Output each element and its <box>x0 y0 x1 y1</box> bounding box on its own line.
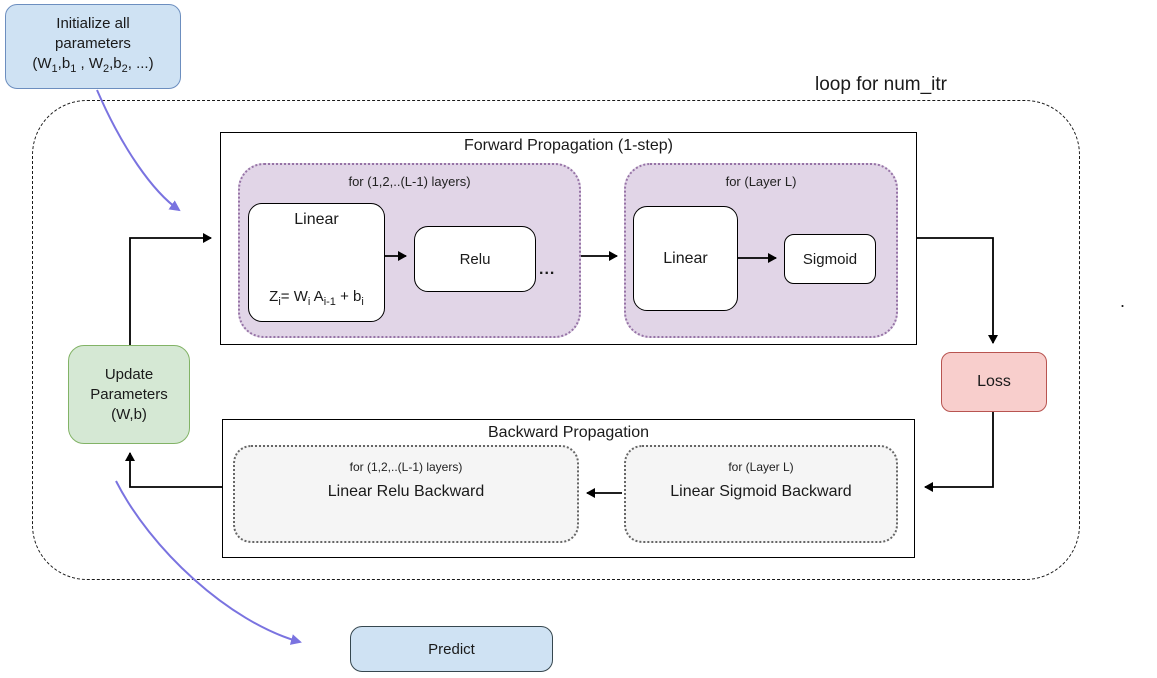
hidden-layers-ellipsis: ... <box>539 261 556 278</box>
backward-hidden-layers-label: for (1,2,..(L-1) layers) <box>349 460 463 474</box>
update-parameters-node[interactable]: Update Parameters (W,b) <box>68 345 190 444</box>
initialize-parameters-label: Initialize all parameters (W1,b1 , W2,b2… <box>32 15 154 75</box>
predict-node[interactable]: Predict <box>350 626 553 672</box>
forward-sigmoid-node[interactable]: Sigmoid <box>784 234 876 284</box>
stray-dot: . <box>1120 291 1126 311</box>
forward-hidden-layers-label: for (1,2,..(L-1) layers) <box>348 174 471 189</box>
linear-relu-backward-label: Linear Relu Backward <box>327 483 485 500</box>
update-parameters-label: Update Parameters (W,b) <box>90 365 168 423</box>
forward-propagation-title: Forward Propagation (1-step) <box>464 137 673 154</box>
loop-boundary <box>32 100 1080 580</box>
loop-label: loop for num_itr <box>815 74 948 95</box>
backward-propagation-box: Backward Propagation for (1,2,..(L-1) la… <box>222 419 915 558</box>
forward-output-linear-node[interactable]: Linear <box>633 206 738 311</box>
forward-linear-node[interactable]: Linear Zi= Wi Ai-1 + bi <box>248 203 385 322</box>
forward-propagation-box: Forward Propagation (1-step) for (1,2,..… <box>220 132 917 345</box>
loss-node[interactable]: Loss <box>941 352 1047 412</box>
backward-output-layer-group[interactable]: for (Layer L) Linear Sigmoid Backward <box>624 445 898 543</box>
forward-linear-title: Linear <box>294 211 339 228</box>
backward-propagation-title: Backward Propagation <box>488 424 649 441</box>
forward-relu-node[interactable]: Relu <box>414 226 536 292</box>
backward-output-layer-label: for (Layer L) <box>728 460 794 474</box>
linear-sigmoid-backward-label: Linear Sigmoid Backward <box>670 483 852 500</box>
forward-linear-formula: Zi= Wi Ai-1 + bi <box>269 288 364 308</box>
forward-output-layer-label: for (Layer L) <box>725 174 797 189</box>
initialize-parameters-node[interactable]: Initialize all parameters (W1,b1 , W2,b2… <box>5 4 181 89</box>
backward-hidden-layers-group[interactable]: for (1,2,..(L-1) layers) Linear Relu Bac… <box>233 445 579 543</box>
